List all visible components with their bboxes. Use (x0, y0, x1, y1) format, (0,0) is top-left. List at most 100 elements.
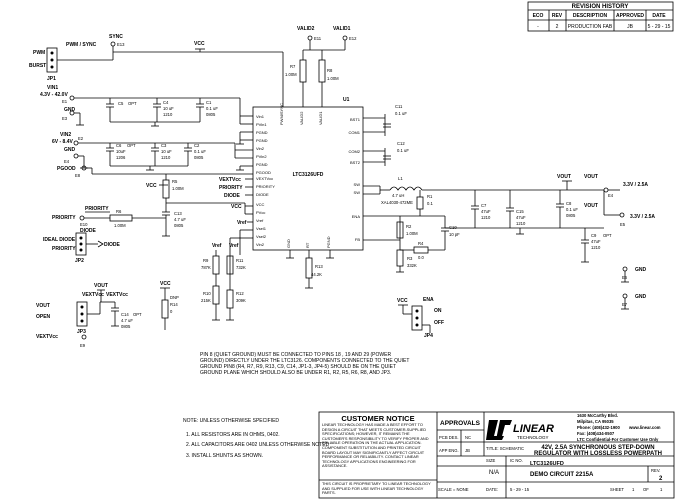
jp1-label: JP1 (47, 76, 56, 82)
c14-capacitor: C14 OPT 4.7 uF 0805 (111, 307, 142, 329)
ic-pin: SW (354, 190, 361, 195)
vextvcc-right-label: VEXTVcc (106, 292, 128, 298)
vref-label-r9: Vref (212, 243, 222, 249)
r5-label: R5 (172, 179, 178, 184)
vout-top-label: VOUT (557, 174, 571, 180)
c4-label: C4 (163, 100, 169, 105)
r14-section: VCC DNP R14 0 (160, 281, 179, 330)
valid2-label: VALID2 (297, 26, 315, 32)
r5-resistor (162, 179, 170, 199)
open-label: OPEN (36, 314, 51, 320)
vout-jp3-label: VOUT (94, 283, 108, 289)
sheet-value: 1 (632, 487, 635, 492)
r11-value: 732K (236, 265, 246, 270)
c4-capacitor: C4 10 uF 1210 (153, 98, 174, 122)
customer-notice-body: LINEAR TECHNOLOGY HAS MADE A BEST EFFORT… (322, 423, 429, 469)
vout-e5-label: VOUT (584, 203, 598, 209)
rev-value: 2 (659, 476, 663, 482)
scale-label: SCALE = NONE (438, 487, 469, 492)
ic-pin: PWM/SYNC (279, 103, 284, 125)
app-eng-value: JB (465, 448, 470, 453)
c15-value: 47uF (516, 215, 526, 220)
c2-package: 0805 (194, 155, 204, 160)
c10-label: C10 (449, 225, 457, 230)
r4-value: 0.0 (418, 255, 424, 260)
r12-resistor (226, 289, 234, 309)
size-value: N/A (489, 470, 499, 476)
r11-resistor (226, 255, 234, 275)
control-section: PGOOD E8 VEXTVcc PRIORITY DIODE VCC R5 1… (43, 165, 253, 264)
r13-value: 44.2K (311, 272, 322, 277)
r7-value: 1.00M (285, 72, 297, 77)
e5-label: E5 (620, 222, 626, 227)
rev-header-rev: REV (552, 13, 563, 19)
ic-part: LTC3126UFD (293, 172, 324, 178)
address-line-1: 1630 McCarthy Blvd. (577, 413, 618, 418)
r6-value: 1.00M (114, 223, 126, 228)
r9-label: R9 (203, 258, 209, 263)
e12-label: E12 (349, 36, 357, 41)
jp2-label: JP2 (75, 258, 84, 264)
ic-pin: FB (355, 237, 360, 242)
dnp-label: DNP (170, 295, 179, 300)
c2-capacitor: C2 0.1 uF 0805 (184, 143, 206, 166)
revision-history-title: REVISION HISTORY (572, 4, 629, 10)
title-block: CUSTOMER NOTICE LINEAR TECHNOLOGY HAS MA… (318, 411, 675, 499)
c7-value: 47uF (481, 209, 491, 214)
r6-resistor (109, 214, 133, 222)
r14-resistor (161, 299, 169, 319)
logo-text: LINEAR (513, 423, 554, 435)
ic-pin: BST2 (350, 160, 361, 165)
demo-circuit: DEMO CIRCUIT 2215A (530, 472, 594, 478)
e4-label: E4 (608, 193, 614, 198)
c1-capacitor: C1 0.1 uF 0805 (196, 98, 218, 122)
ic-pin: PVin2 (256, 154, 267, 159)
proprietary-container: THIS CIRCUIT IS PROPRIETARY TO LINEAR TE… (322, 482, 431, 495)
c2-label: C2 (194, 143, 200, 148)
r7-label: R7 (290, 64, 296, 69)
e4g-label: E4 (64, 159, 70, 164)
diode-label-top: DIODE (80, 228, 97, 234)
priority-label-ic: PRIORITY (219, 185, 243, 191)
c3-label: C3 (161, 143, 167, 148)
app-eng-label: APP ENG. (439, 448, 459, 453)
priority-label-jp2: PRIORITY (52, 246, 76, 252)
rev-header-eco: ECO (533, 13, 544, 19)
ic-no-label: IC NO. (510, 458, 523, 463)
sheet-label: SHEET (610, 487, 624, 492)
vout-range-2: 3.3V / 2.5A (630, 214, 655, 220)
ic-pin: ENA (352, 214, 361, 219)
ic-pin: Vref (256, 218, 264, 223)
ic-pin: Vin2 (256, 146, 265, 151)
r1-resistor (416, 196, 424, 210)
pcb-des-value: NC (465, 435, 471, 440)
priority-label-e10: PRIORITY (52, 215, 76, 221)
pwm-sync-label: PWM / SYNC (66, 42, 97, 48)
r14-label: R14 (170, 302, 178, 307)
c5-opt: OPT (128, 101, 137, 106)
r3-label: R3 (407, 256, 413, 261)
valid-section: VALID2 E11 VALID1 E12 R7 1.00M R8 1.00M (285, 26, 357, 107)
r10-label: R10 (203, 291, 211, 296)
ic-u1: U1 LTC3126UFD Vin1 PVin1 PGND PGND Vin2 … (252, 97, 364, 251)
c1-value: 0.1 uF (206, 106, 218, 111)
title-label: TITLE: SCHEMATIC (486, 446, 524, 451)
ic-pin: PGND (256, 130, 268, 135)
vref-ic-label: Vref (237, 220, 247, 226)
c5-label: C5 (118, 101, 124, 106)
jp3-section: VOUT VEXTVcc VEXTVcc VOUT OPEN JP3 C14 O… (36, 283, 142, 348)
c8-package: 0805 (566, 213, 576, 218)
c12-label: C12 (397, 141, 405, 146)
c7-package: 1210 (481, 215, 491, 220)
c11-value: 0.1 uF (395, 111, 407, 116)
c1-label: C1 (206, 100, 212, 105)
e10-label: E10 (80, 222, 88, 227)
ic-pin: PGND (256, 162, 268, 167)
rev-cell-eco: - (537, 24, 539, 30)
ic-pin: Vsel1 (256, 226, 267, 231)
c2-value: 0.1 uF (194, 149, 206, 154)
on-label: ON (434, 308, 442, 314)
r2-resistor (396, 221, 404, 239)
gnd-e7-label: GND (635, 294, 647, 300)
vin1-label: VIN1 (47, 85, 58, 91)
